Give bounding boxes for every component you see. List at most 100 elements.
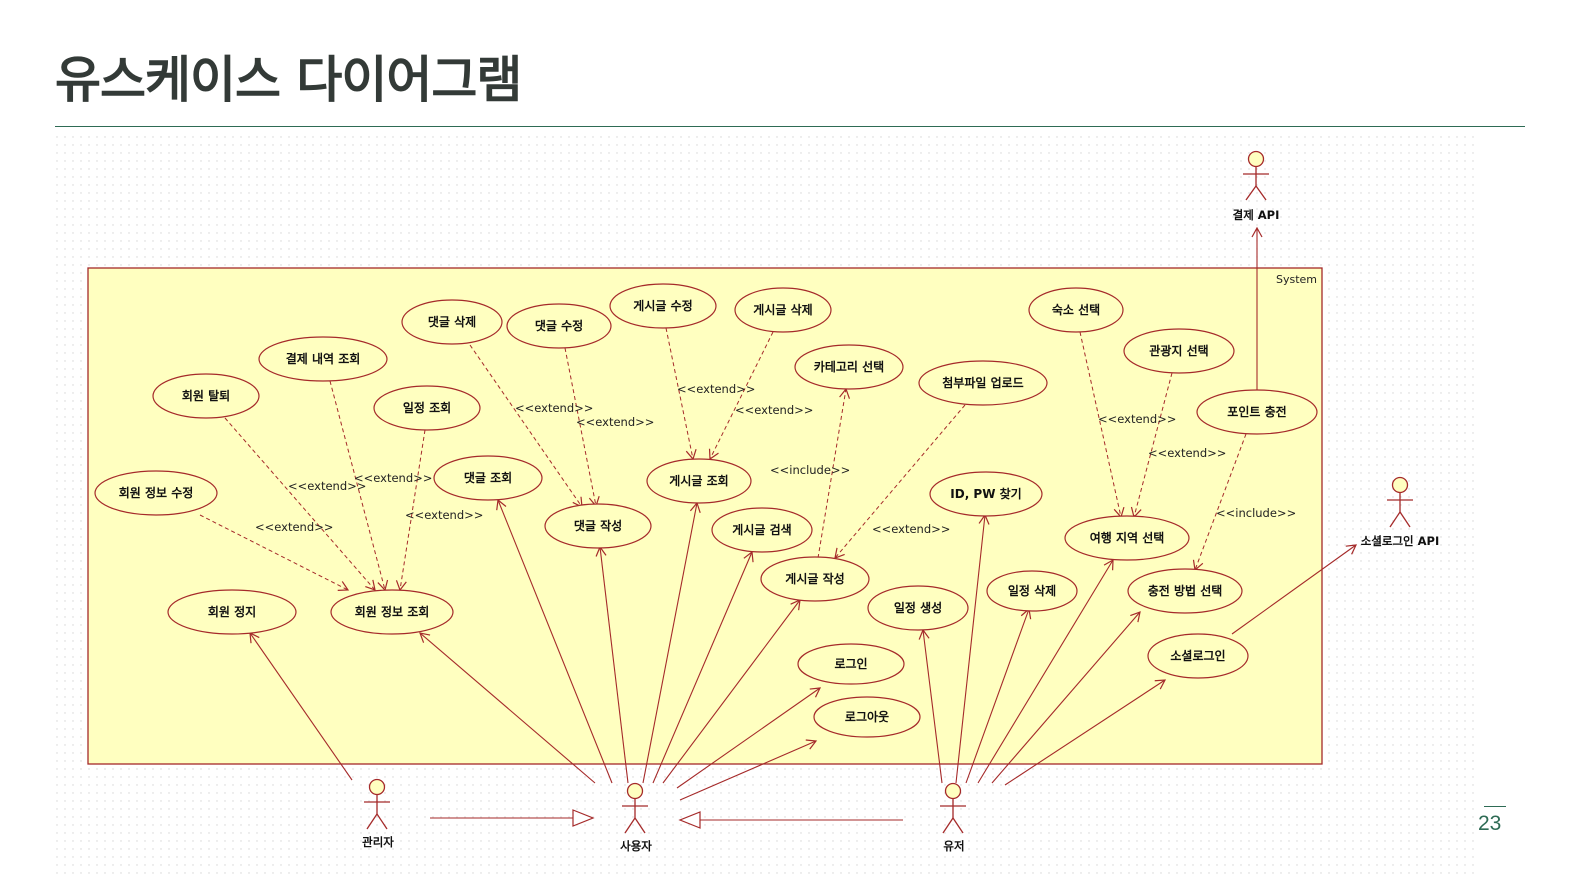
- usecase-label: 게시글 조회: [669, 473, 728, 488]
- usecase-label: 게시글 검색: [732, 522, 791, 537]
- extend-attachment-post-write: [834, 404, 966, 559]
- usecase-lodging-select[interactable]: 숙소 선택: [1028, 287, 1124, 333]
- page-number-rule: [1484, 806, 1506, 807]
- usecase-category-select[interactable]: 카테고리 선택: [794, 344, 904, 390]
- usecase-schedule-delete[interactable]: 일정 삭제: [986, 570, 1078, 612]
- usecase-point-charge[interactable]: 포인트 충전: [1196, 389, 1318, 435]
- stereotype-label: <<extend>>: [576, 415, 654, 429]
- extend-withdraw-member-view: [224, 417, 376, 591]
- assoc-user-logout: [679, 739, 818, 801]
- extend-schedule-view-member-view: [395, 429, 426, 592]
- title-divider: [55, 126, 1525, 127]
- use-cases: 회원 탈퇴 결제 내역 조회 댓글 삭제 댓글 수정 게시글 수정 게시글 삭제…: [94, 283, 1318, 738]
- usecase-logout[interactable]: 로그아웃: [813, 696, 921, 738]
- usecase-tourist-select[interactable]: 관광지 선택: [1123, 328, 1235, 374]
- usecase-member-withdraw[interactable]: 회원 탈퇴: [152, 373, 260, 419]
- usecase-post-search[interactable]: 게시글 검색: [711, 507, 813, 553]
- stereotype-label: <<extend>>: [872, 522, 950, 536]
- page-number: 23: [1478, 812, 1502, 835]
- usecase-label: 카테고리 선택: [814, 359, 884, 374]
- usecase-label: 댓글 작성: [574, 518, 622, 533]
- usecase-attachment-upload[interactable]: 첨부파일 업로드: [918, 360, 1048, 406]
- usecase-label: 일정 삭제: [1008, 583, 1056, 598]
- actor-label: 사용자: [620, 839, 652, 853]
- extend-tourist-region: [1130, 372, 1173, 519]
- stereotype-labels: <<extend>> <<extend>> <<extend>> <<exten…: [255, 382, 1296, 536]
- dependency-lines: [199, 327, 1247, 592]
- stereotype-label: <<include>>: [770, 463, 850, 477]
- usecase-label: 여행 지역 선택: [1090, 530, 1165, 545]
- usecase-label: 포인트 충전: [1227, 404, 1286, 419]
- usecase-member-edit[interactable]: 회원 정보 수정: [94, 470, 218, 516]
- stereotype-label: <<extend>>: [255, 520, 333, 534]
- usecase-schedule-view[interactable]: 일정 조회: [373, 385, 481, 431]
- stereotype-label: <<extend>>: [735, 403, 813, 417]
- extend-post-edit-post-view: [665, 327, 697, 461]
- extend-comment-delete-comment-write: [469, 344, 583, 509]
- usecase-comment-view[interactable]: 댓글 조회: [433, 455, 543, 501]
- actor-label: 소셜로그인 API: [1361, 534, 1440, 548]
- usecase-label: 댓글 조회: [464, 470, 512, 485]
- stereotype-label: <<include>>: [1216, 506, 1296, 520]
- assoc-member-charge-method: [991, 611, 1141, 784]
- assoc-user-post-view: [642, 501, 701, 784]
- usecase-comment-delete[interactable]: 댓글 삭제: [401, 299, 503, 345]
- usecase-comment-write[interactable]: 댓글 작성: [544, 503, 652, 549]
- usecase-label: 충전 방법 선택: [1148, 583, 1223, 598]
- assoc-user-member-view: [419, 632, 596, 784]
- stereotype-label: <<extend>>: [405, 508, 483, 522]
- actor-label: 관리자: [362, 835, 394, 849]
- stereotype-label: <<extend>>: [354, 471, 432, 485]
- usecase-post-edit[interactable]: 게시글 수정: [609, 283, 717, 329]
- assoc-user-comment-view: [496, 498, 613, 784]
- extend-comment-edit-comment-write: [564, 347, 600, 508]
- usecase-charge-method[interactable]: 충전 방법 선택: [1127, 568, 1243, 614]
- assoc-member-schedule-create: [918, 628, 943, 784]
- usecase-label: 게시글 작성: [785, 571, 844, 586]
- usecase-label: 일정 생성: [894, 600, 942, 615]
- usecase-post-write[interactable]: 게시글 작성: [760, 556, 870, 602]
- usecase-label: 첨부파일 업로드: [942, 375, 1023, 390]
- actors: 결제 API 소셜로그인 API 관리자 사용자: [362, 150, 1440, 854]
- actor-label: 유저: [943, 839, 964, 853]
- usecase-payment-history[interactable]: 결제 내역 조회: [258, 336, 388, 382]
- actor-admin[interactable]: 관리자: [362, 778, 394, 850]
- extend-payment-history-member-view: [329, 380, 389, 592]
- usecase-find-id-pw[interactable]: ID, PW 찾기: [929, 471, 1043, 517]
- usecase-member-suspend[interactable]: 회원 정지: [167, 589, 297, 635]
- usecase-label: 소셜로그인: [1170, 648, 1225, 663]
- usecase-member-view[interactable]: 회원 정보 조회: [330, 589, 454, 635]
- stereotype-label: <<extend>>: [515, 401, 593, 415]
- assoc-user-post-write: [662, 599, 801, 784]
- actor-user[interactable]: 사용자: [620, 782, 652, 854]
- stereotype-label: <<extend>>: [677, 382, 755, 396]
- stereotype-label: <<extend>>: [1098, 412, 1176, 426]
- actor-member[interactable]: 유저: [940, 782, 966, 854]
- usecase-login[interactable]: 로그인: [797, 643, 905, 685]
- include-post-write-category: [817, 387, 851, 559]
- usecase-schedule-create[interactable]: 일정 생성: [867, 585, 969, 631]
- actor-social-api[interactable]: 소셜로그인 API: [1361, 476, 1440, 549]
- stereotype-label: <<extend>>: [1148, 446, 1226, 460]
- usecase-label: 로그인: [834, 656, 867, 671]
- usecase-social-login[interactable]: 소셜로그인: [1147, 633, 1249, 679]
- usecase-label: 댓글 삭제: [428, 314, 476, 329]
- assoc-social-login-social-api: [1231, 544, 1358, 635]
- usecase-label: 일정 조회: [403, 400, 451, 415]
- extend-lodging-region: [1079, 331, 1125, 519]
- assoc-admin-member-suspend: [249, 631, 353, 781]
- usecase-region-select[interactable]: 여행 지역 선택: [1064, 515, 1190, 561]
- assoc-user-post-search: [652, 550, 754, 784]
- usecase-comment-edit[interactable]: 댓글 수정: [506, 303, 612, 349]
- assoc-member-find-id-pw: [955, 513, 990, 784]
- usecase-post-delete[interactable]: 게시글 삭제: [734, 287, 832, 333]
- assoc-user-comment-write: [595, 545, 629, 784]
- actor-payment-api[interactable]: 결제 API: [1233, 150, 1280, 223]
- usecase-label: 게시글 수정: [633, 298, 692, 313]
- usecase-post-view[interactable]: 게시글 조회: [646, 458, 752, 504]
- extend-post-delete-post-view: [708, 331, 774, 461]
- include-point-charge-method: [1192, 433, 1247, 572]
- usecase-label: 결제 내역 조회: [286, 351, 361, 366]
- usecase-label: 관광지 선택: [1149, 343, 1208, 358]
